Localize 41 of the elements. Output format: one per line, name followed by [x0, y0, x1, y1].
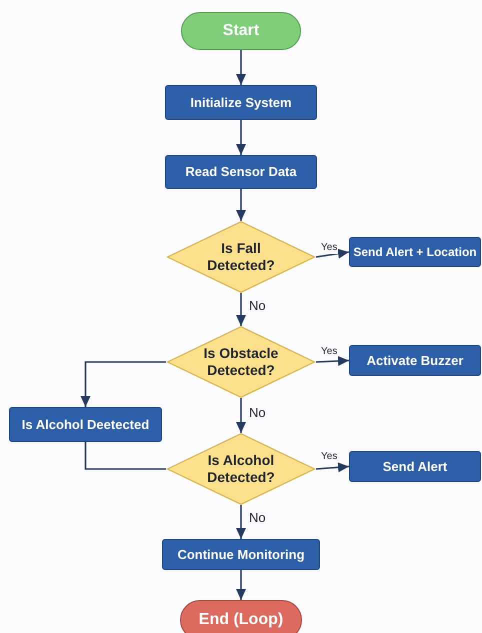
arrow [80, 361, 166, 407]
edge-label: No [248, 298, 267, 313]
node-label: Is Fall Detected? [206, 240, 276, 274]
arrow [236, 293, 246, 326]
node-label: Read Sensor Data [185, 164, 297, 180]
process-box [9, 407, 162, 442]
process-box [165, 155, 317, 189]
node-label: Initialize System [190, 94, 292, 110]
node-label: End (Loop) [198, 610, 284, 630]
end-terminal [180, 600, 302, 633]
arrow [236, 50, 246, 85]
process-box [162, 539, 320, 570]
node-label: Is Obstacle Detected? [202, 345, 280, 379]
edge-label: Yes [320, 242, 338, 254]
process-box [349, 345, 481, 376]
edge-label: No [248, 405, 267, 420]
arrow [236, 505, 246, 539]
node-label: Is Alcohol Detected? [206, 452, 276, 486]
connector-line [84, 442, 166, 470]
arrow [236, 189, 246, 221]
decision-diamond [166, 433, 316, 505]
arrow [316, 462, 350, 472]
edge-label: Yes [320, 451, 338, 463]
node-label: Continue Monitoring [177, 546, 305, 562]
arrow [236, 398, 246, 433]
arrow [316, 248, 350, 259]
edge-label: No [248, 510, 267, 525]
node-label: Activate Buzzer [366, 352, 464, 368]
node-label: Start [222, 21, 260, 41]
decision-diamond [166, 221, 316, 293]
node-label: Send Alert + Location [353, 244, 477, 260]
arrow [316, 356, 350, 366]
process-box [349, 237, 481, 267]
arrow [236, 120, 246, 155]
process-box [349, 451, 481, 482]
start-terminal [181, 12, 301, 50]
node-label: Is Alcohol Deetected [22, 416, 150, 432]
arrow [236, 570, 246, 600]
decision-diamond [166, 326, 316, 398]
process-box [165, 85, 317, 120]
node-label: Send Alert [382, 458, 448, 474]
